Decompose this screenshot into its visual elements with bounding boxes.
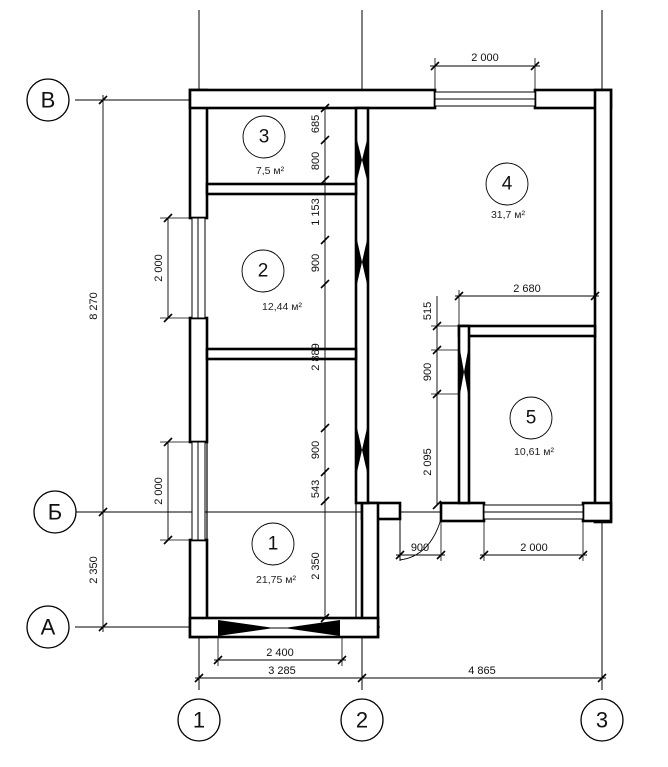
room-1-number: 1 bbox=[268, 534, 279, 555]
room-labels: 3 7,5 м² 2 12,44 м² 4 31,7 м² 5 10,61 м²… bbox=[241, 115, 554, 586]
room-5-number: 5 bbox=[526, 408, 537, 429]
dim-left-window-lower: 2 000 bbox=[153, 477, 165, 505]
room-5-area: 10,61 м² bbox=[514, 446, 554, 458]
axis-label-3: 3 bbox=[596, 708, 608, 733]
dim-2889: 2 889 bbox=[310, 343, 322, 371]
dim-left-window-upper: 2 000 bbox=[153, 254, 165, 282]
dimension-lines: 2 000 8 270 2 350 2 000 2 000 2 400 bbox=[88, 52, 607, 683]
room-4-number: 4 bbox=[502, 174, 513, 195]
dim-room4-width: 2 680 bbox=[513, 283, 541, 295]
room-3-area: 7,5 м² bbox=[256, 165, 285, 177]
dim-axis-1-2: 3 285 bbox=[268, 665, 296, 677]
dim-entry-door: 900 bbox=[411, 542, 429, 554]
walls bbox=[188, 88, 613, 639]
dim-1153: 1 153 bbox=[310, 198, 322, 226]
axis-label-v: В bbox=[41, 88, 56, 113]
room-4-area: 31,7 м² bbox=[491, 209, 526, 221]
axis-bubbles: В Б А 1 2 3 bbox=[26, 78, 624, 742]
room-3-number: 3 bbox=[259, 127, 270, 148]
dim-900-upper: 900 bbox=[310, 254, 322, 272]
room-2-number: 2 bbox=[258, 261, 269, 282]
dim-bottom-window: 2 400 bbox=[266, 647, 294, 659]
windows bbox=[191, 91, 584, 541]
dim-685: 685 bbox=[310, 115, 322, 133]
dim-2350: 2 350 bbox=[310, 552, 322, 580]
dim-axis-2-3: 4 865 bbox=[468, 665, 496, 677]
room-1-area: 21,75 м² bbox=[256, 574, 296, 586]
dim-room5-515: 515 bbox=[422, 302, 434, 320]
main-entrance-door bbox=[218, 620, 340, 636]
dim-800: 800 bbox=[310, 152, 322, 170]
dim-room5-window: 2 000 bbox=[520, 542, 548, 554]
axis-label-b: Б bbox=[48, 500, 62, 525]
dim-left-total: 8 270 bbox=[88, 292, 100, 320]
dim-900-lower: 900 bbox=[310, 441, 322, 459]
axis-label-a: А bbox=[41, 615, 56, 640]
dim-543: 543 bbox=[310, 480, 322, 498]
dim-room5-2095: 2 095 bbox=[422, 448, 434, 476]
dim-left-bottom: 2 350 bbox=[88, 556, 100, 584]
dim-top-window: 2 000 bbox=[471, 52, 499, 64]
axis-label-1: 1 bbox=[193, 708, 205, 733]
axis-label-2: 2 bbox=[356, 708, 368, 733]
room-2-area: 12,44 м² bbox=[262, 301, 302, 313]
dim-room5-900: 900 bbox=[422, 363, 434, 381]
